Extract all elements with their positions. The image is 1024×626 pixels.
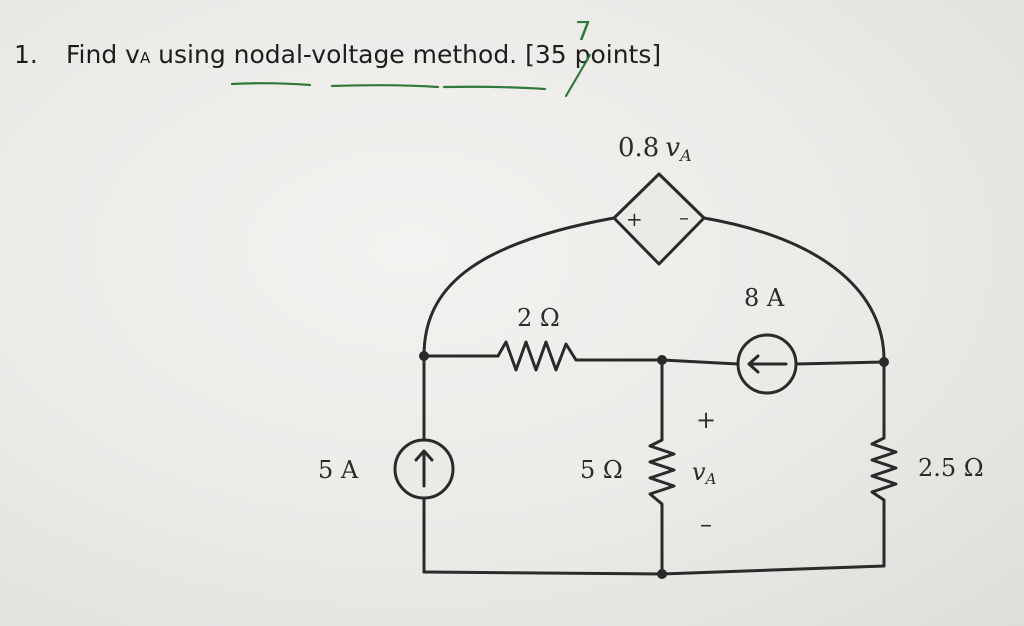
- wire-mid-right-a: [660, 358, 740, 366]
- question-text: 1. Find vA using nodal-voltage method. [3…: [14, 40, 661, 69]
- current-source-5a: [393, 438, 455, 500]
- wires: [422, 216, 886, 576]
- underline-2: [330, 84, 440, 89]
- wire-mid-right-b: [794, 360, 886, 366]
- dep-source-plus: +: [626, 207, 643, 231]
- va-minus: –: [700, 510, 712, 538]
- wire-arc-left: [422, 216, 616, 358]
- question-number: 1.: [14, 40, 38, 69]
- nodes: [419, 351, 889, 579]
- underline-3: [442, 85, 547, 91]
- va-plus: +: [696, 406, 716, 434]
- resistor-2-ohm: [496, 340, 578, 372]
- va-label: vA: [692, 458, 717, 488]
- current-source-8a: [736, 333, 798, 395]
- node-middle: [657, 355, 667, 365]
- node-bottom: [657, 569, 667, 579]
- label-2-5-ohm: 2.5 Ω: [918, 454, 984, 482]
- wire-arc-right: [702, 216, 886, 362]
- dependent-voltage-source: + –: [612, 172, 706, 266]
- node-left: [419, 351, 429, 361]
- arrow-left-icon: [747, 354, 788, 374]
- wire-bottom: [422, 564, 886, 576]
- label-5-ohm: 5 Ω: [580, 456, 623, 484]
- question-text-after: using nodal-voltage method. [35 points]: [150, 40, 662, 69]
- question-text-before: Find v: [66, 40, 140, 69]
- label-8a: 8 A: [744, 284, 785, 312]
- grade-mark: 7: [575, 17, 592, 47]
- arrow-up-icon: [414, 449, 434, 488]
- grading-marks: [230, 53, 592, 98]
- dep-source-minus: –: [679, 205, 689, 229]
- node-right: [879, 357, 889, 367]
- label-2-ohm: 2 Ω: [517, 304, 560, 332]
- resistor-5-ohm: [648, 438, 676, 506]
- question-subscript: A: [139, 49, 151, 67]
- slash-mark: [564, 53, 592, 98]
- underline-1: [230, 82, 312, 87]
- label-5a: 5 A: [318, 456, 359, 484]
- resistor-2-5-ohm: [870, 436, 898, 502]
